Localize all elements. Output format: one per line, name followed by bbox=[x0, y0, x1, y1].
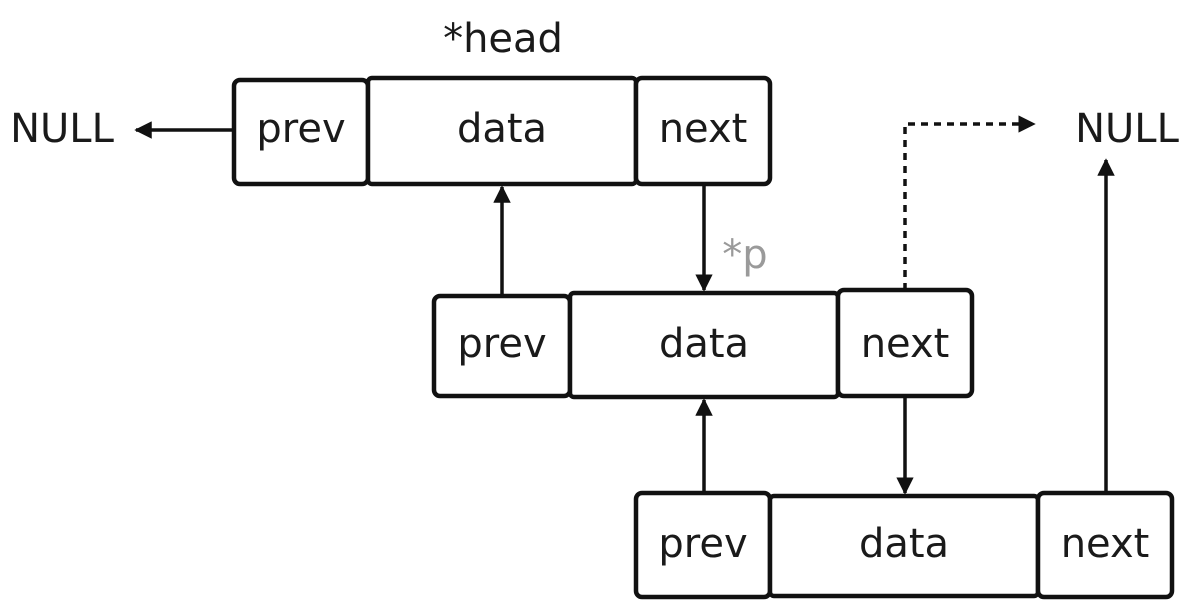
node-2-data-label: data bbox=[659, 321, 749, 367]
node-2: prev data next bbox=[431, 287, 975, 400]
current-pointer-label: *p bbox=[722, 232, 767, 278]
node-3-prev-label: prev bbox=[658, 521, 747, 567]
node-3-data-label: data bbox=[859, 521, 949, 567]
node-1-data-label: data bbox=[457, 106, 547, 152]
node-3: prev data next bbox=[633, 490, 1175, 600]
null-left-label: NULL bbox=[10, 106, 114, 152]
node-2-next-label: next bbox=[861, 321, 950, 367]
head-pointer-label: *head bbox=[443, 16, 563, 62]
node-3-next-label: next bbox=[1061, 521, 1150, 567]
node-2-next-old-null-dashed-arrow bbox=[903, 115, 1036, 290]
node-1-next-label: next bbox=[659, 106, 748, 152]
node-1: prev data next bbox=[231, 75, 773, 187]
node-2-prev-label: prev bbox=[457, 321, 546, 367]
null-right-label: NULL bbox=[1075, 106, 1179, 152]
node-1-prev-label: prev bbox=[256, 106, 345, 152]
